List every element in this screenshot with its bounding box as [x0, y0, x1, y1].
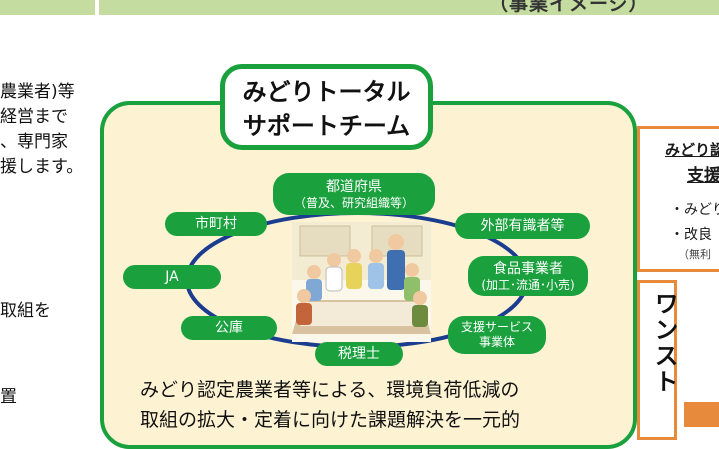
node-tax-accountant: 税理士: [315, 342, 403, 366]
node-ja-label: JA: [165, 269, 179, 285]
left-text-line: 置: [0, 387, 17, 407]
left-text-line: 農業者)等: [0, 82, 75, 102]
left-text-line: 経営まで: [0, 107, 68, 127]
node-prefecture-sub: （普及、研究組織等）: [293, 195, 414, 210]
meeting-illustration: [292, 222, 431, 342]
node-tax-label: 税理士: [338, 346, 380, 362]
panel-caption: みどり認定農業者等による、環境負荷低減の 取組の拡大・定着に向けた課題解決を一元…: [140, 375, 520, 435]
left-text-line: 援します。: [0, 157, 84, 177]
header-title: （事業イメージ）: [489, 0, 649, 15]
node-ja: JA: [123, 265, 221, 289]
caption-line1: みどり認定農業者等による、環境負荷低減の: [140, 379, 520, 401]
one-stop-box: ワンスト: [637, 280, 678, 440]
right-panel-item2: ・改良: [670, 227, 712, 243]
node-finance-corporation: 公庫: [181, 316, 277, 340]
right-panel-item1: ・みどり: [670, 202, 719, 218]
team-title-line1: みどりトータル: [242, 78, 411, 106]
node-prefecture: 都道府県 （普及、研究組織等）: [273, 173, 435, 215]
node-food-label: 食品事業者: [493, 260, 563, 277]
right-panel-note: （無利: [678, 248, 711, 261]
left-text-line: 取組を: [0, 301, 51, 321]
team-title-box: みどりトータル サポートチーム: [220, 64, 433, 150]
left-text-line: 、専門家: [0, 132, 68, 152]
node-prefecture-label: 都道府県: [326, 178, 382, 195]
right-panel-subtitle: 支援: [687, 166, 719, 186]
node-support-service: 支援サービス 事業体: [448, 316, 546, 354]
node-city-label: 市町村: [195, 216, 237, 232]
right-panel-title: みどり認: [665, 141, 719, 159]
node-municipality: 市町村: [165, 212, 267, 236]
node-food-business: 食品事業者 (加工･流通･小売): [468, 256, 588, 296]
node-experts: 外部有識者等: [455, 213, 590, 239]
orange-arrow-block: [684, 402, 719, 427]
team-title-line2: サポートチーム: [242, 112, 411, 140]
node-service-sub: 事業体: [478, 335, 515, 349]
node-bank-label: 公庫: [215, 320, 243, 336]
caption-line2: 取組の拡大・定着に向けた課題解決を一元的: [140, 409, 521, 431]
node-experts-label: 外部有識者等: [480, 218, 565, 234]
one-stop-text: ワンスト: [650, 291, 678, 395]
node-service-label: 支援サービス: [460, 320, 533, 334]
node-food-sub: (加工･流通･小売): [481, 277, 575, 292]
header-bar-left: [0, 0, 95, 15]
header-bar-right: （事業イメージ）: [99, 0, 719, 15]
right-info-panel: みどり認 支援 ・みどり ・改良 （無利: [637, 126, 719, 272]
